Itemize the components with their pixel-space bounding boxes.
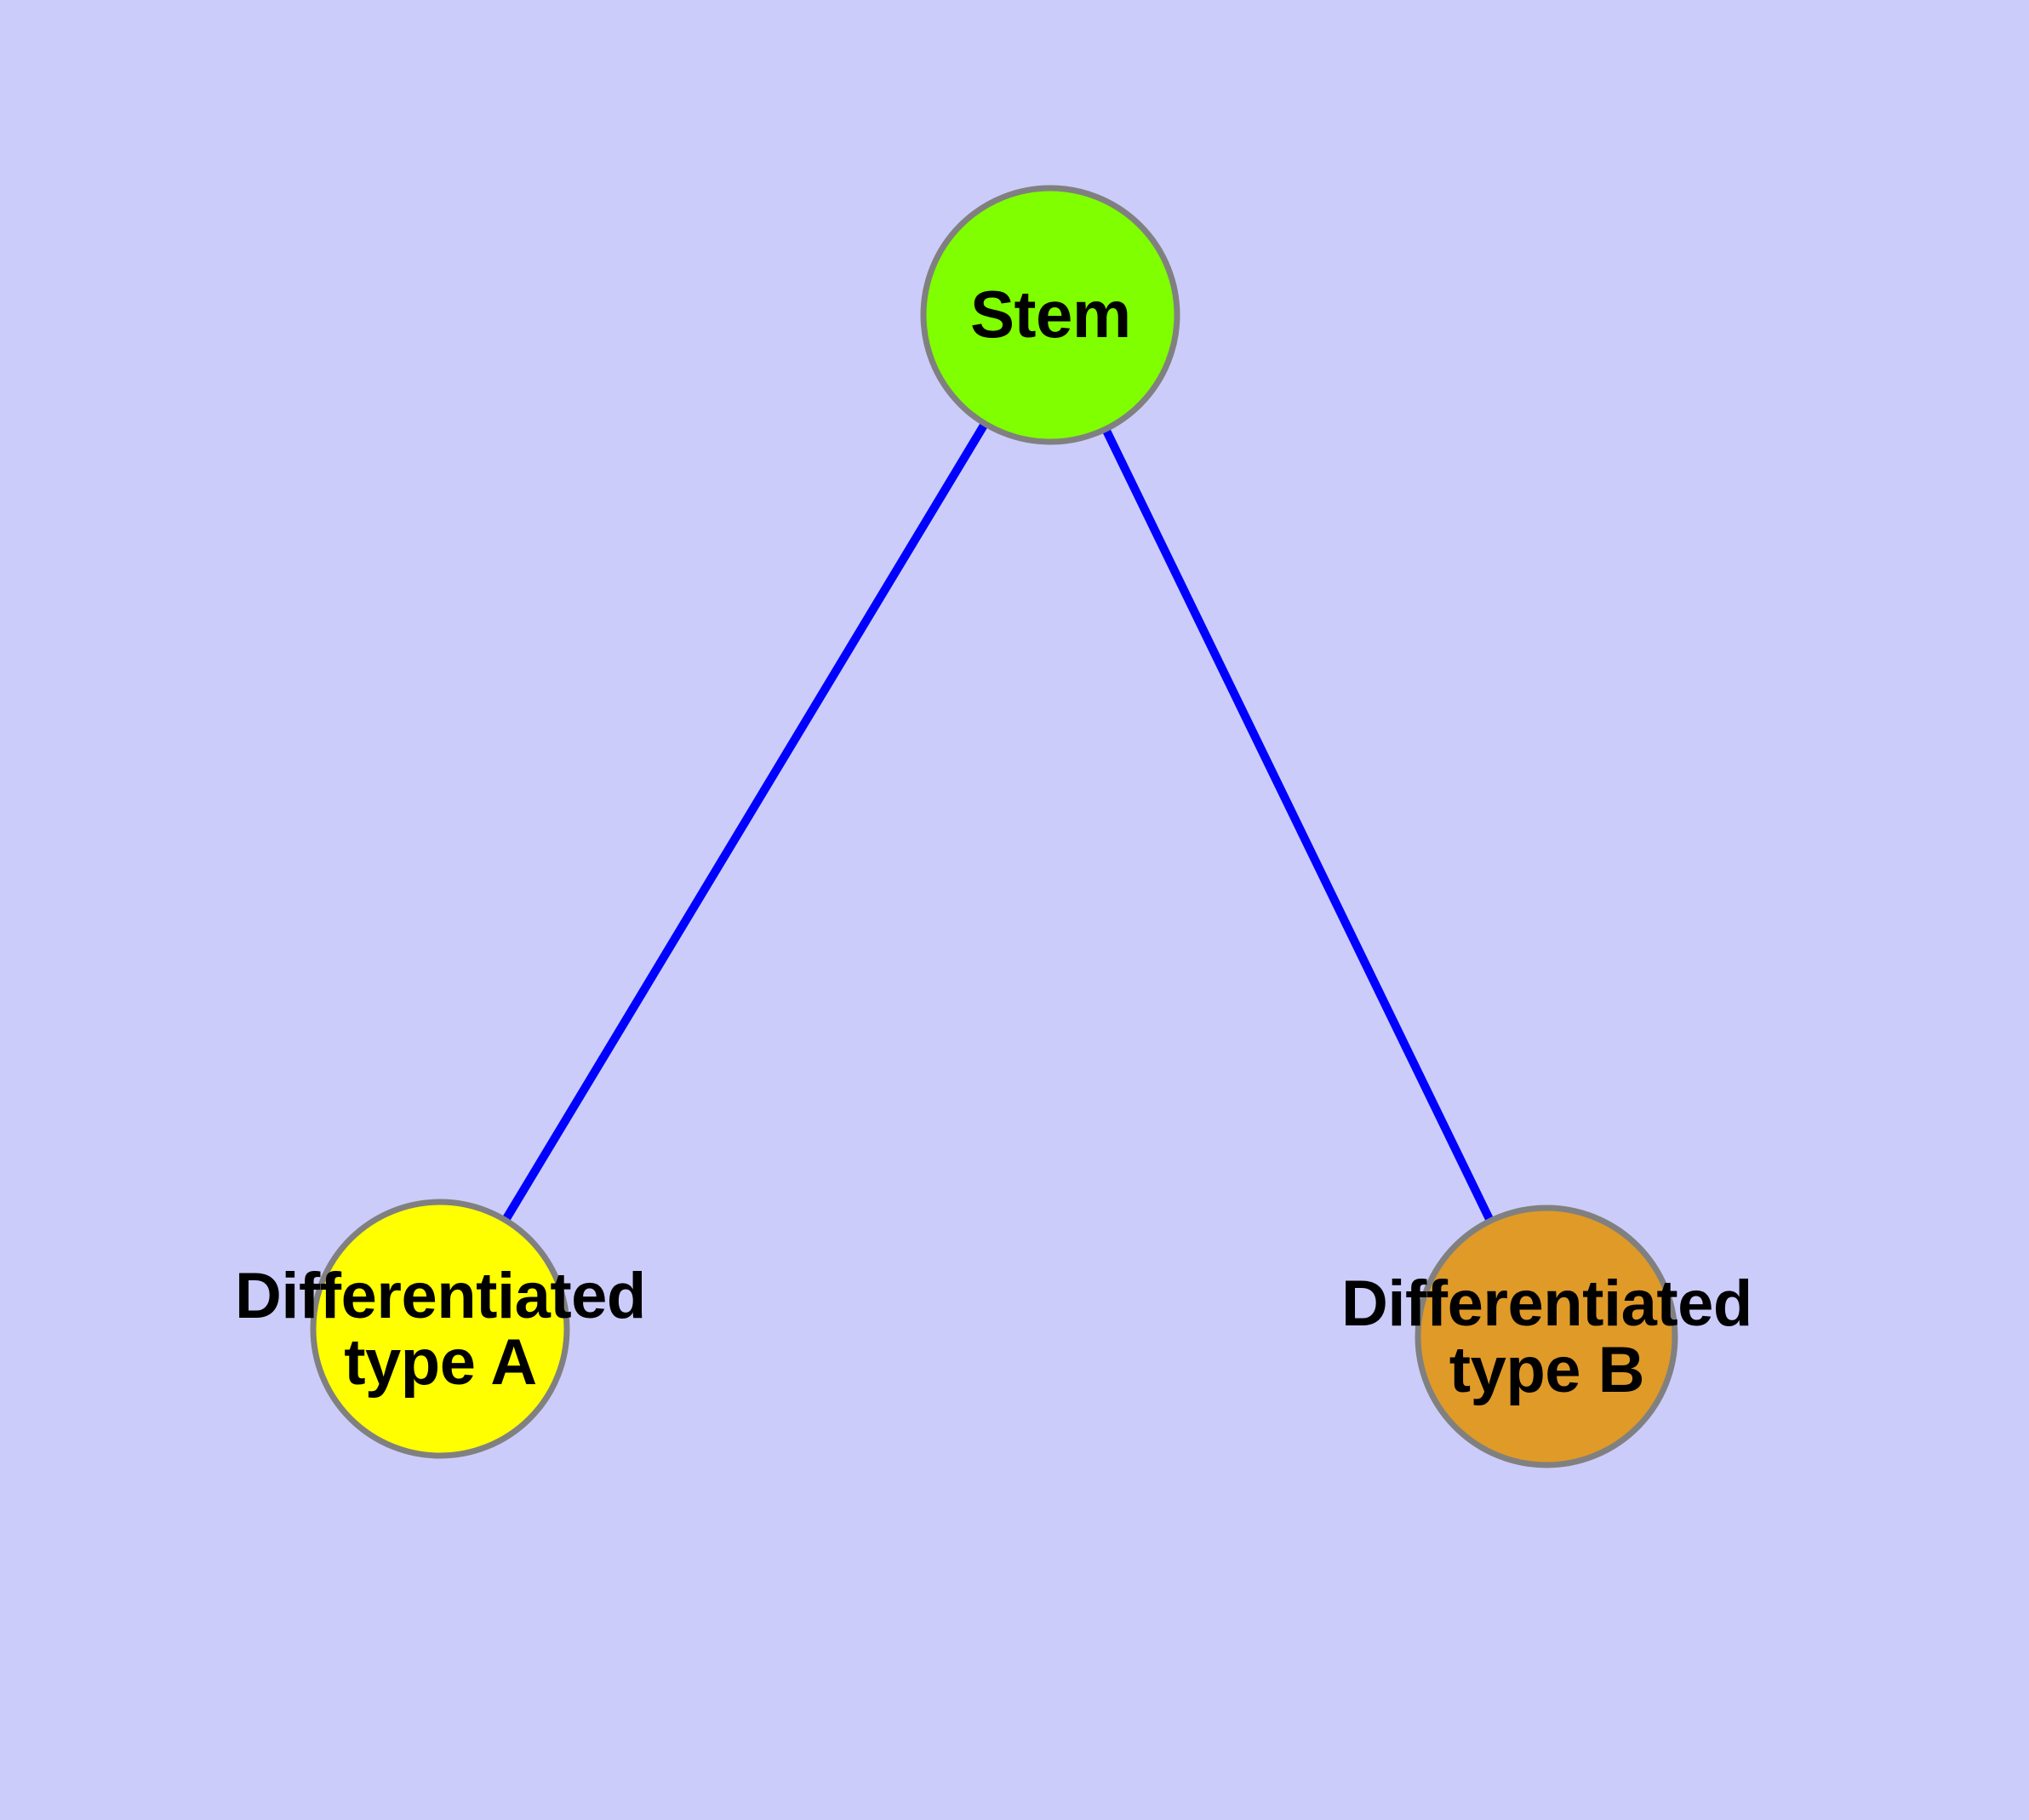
node-stem-circle[interactable] [920, 185, 1180, 445]
edge-stem-to-type-a[interactable] [502, 422, 988, 1222]
node-layer [310, 185, 1678, 1468]
node-differentiated-type-b-circle[interactable] [1415, 1205, 1678, 1468]
edge-stem-to-type-b[interactable] [1102, 428, 1494, 1222]
edge-layer [502, 422, 1494, 1222]
node-differentiated-type-a-circle[interactable] [310, 1199, 570, 1459]
